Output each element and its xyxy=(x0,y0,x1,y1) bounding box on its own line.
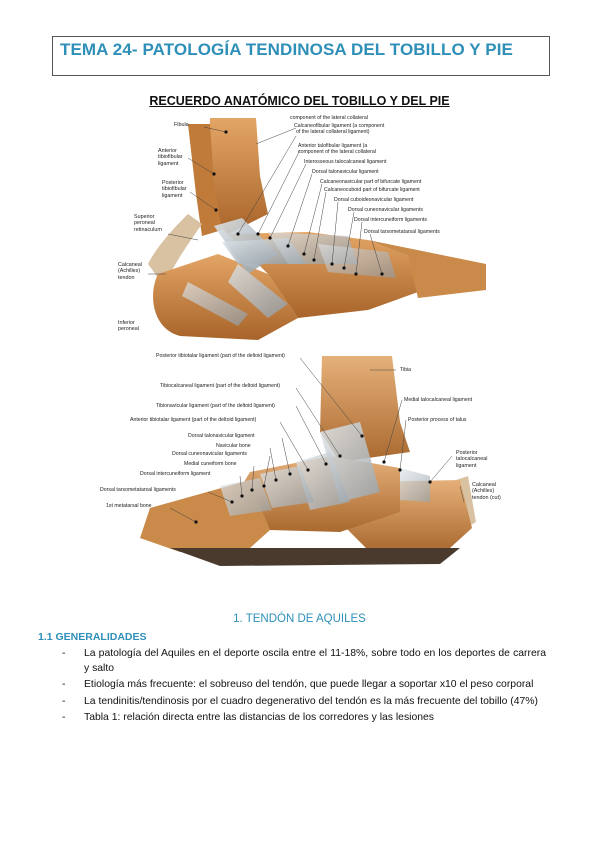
label-posterior-talocalcaneal: Posterior talocalcaneal ligament xyxy=(456,450,488,469)
anatomy-subtitle: RECUERDO ANATÓMICO DEL TOBILLO Y DEL PIE xyxy=(149,94,450,108)
label-anterior-talofibular: Anterior talofibular ligament (a xyxy=(298,143,368,149)
label-medial-cuneiform: Medial cuneiform bone xyxy=(184,461,237,467)
page-title: TEMA 24- PATOLOGÍA TENDINOSA DEL TOBILLO… xyxy=(60,40,513,59)
label-dorsal-intercuneiform: Dorsal intercuneiform ligaments xyxy=(354,217,427,223)
list-item: -Etiología más frecuente: el sobreuso de… xyxy=(62,678,546,693)
label-dorsal-tarsometatarsal: Dorsal tarsometatarsal ligaments xyxy=(100,487,176,493)
medial-ankle-illustration xyxy=(140,356,476,566)
label-dorsal-talonavicular: Dorsal talonavicular ligament xyxy=(312,169,379,175)
label-dorsal-cuboideonavicular: Dorsal cuboideonavicular ligament xyxy=(334,197,414,203)
dash-bullet: - xyxy=(62,648,66,659)
label-dorsal-cuneonavicular: Dorsal cuneonavicular ligaments xyxy=(348,207,423,213)
label-posterior-tibiotalar: Posterior tibiotalar ligament (part of t… xyxy=(156,353,285,359)
label-calcaneofibular: Calcaneofibular ligament (a component xyxy=(294,123,385,129)
sub-heading: 1.1 GENERALIDADES xyxy=(38,631,147,643)
label-posterior-tibiofibular: Posterior tibiofibular ligament xyxy=(162,180,187,199)
label-calcaneonavicular: Calcaneonavicular part of bifurcate liga… xyxy=(320,179,422,185)
label-tibia: Tibia xyxy=(400,367,412,373)
label-calcaneocuboid: Calcaneocuboid part of bifurcate ligamen… xyxy=(324,187,420,193)
label-inferior-peroneal: Inferior peroneal xyxy=(118,320,139,333)
lateral-ankle-figure: Fibula Anterior tibiofibular ligament Po… xyxy=(118,114,486,346)
label-calcaneofibular-cont: of the lateral collateral ligament) xyxy=(296,129,370,135)
label-tibiocalcaneal: Tibiocalcaneal ligament (part of the del… xyxy=(160,383,281,389)
lateral-ankle-illustration xyxy=(148,118,486,340)
section-heading: 1. TENDÓN DE AQUILES xyxy=(233,613,366,625)
label-anterior-tibiofibular: Anterior tibiofibular ligament xyxy=(158,148,183,167)
label-lateral-collateral-component: component of the lateral collateral xyxy=(290,115,368,121)
list-item: -La tendinitis/tendinosis por el cuadro … xyxy=(62,695,546,710)
label-tibionavicular: Tibionavicular ligament (part of the del… xyxy=(156,403,275,409)
label-navicular-bone: Navicular bone xyxy=(216,443,251,449)
label-fibula: Fibula xyxy=(174,122,189,128)
label-anterior-talofibular-cont: component of the lateral collateral xyxy=(298,149,376,155)
label-achilles-tendon: Calcaneal (Achilles) tendon xyxy=(118,262,142,281)
dash-bullet: - xyxy=(62,712,66,723)
dash-bullet: - xyxy=(62,679,66,690)
label-achilles-cut: Calcaneal (Achilles) tendon (cut) xyxy=(472,482,501,501)
label-dorsal-tarsometatarsal: Dorsal tarsometatarsal ligaments xyxy=(364,229,440,235)
label-superior-peroneal: Superior peroneal retinaculum xyxy=(134,214,162,233)
dash-bullet: - xyxy=(62,695,66,707)
label-first-metatarsal: 1st metatarsal bone xyxy=(106,503,152,509)
list-item: -La patología del Aquiles en el deporte … xyxy=(62,648,546,674)
label-anterior-tibiotalar: Anterior tibiotalar ligament (part of th… xyxy=(130,417,257,423)
label-posterior-process-talus: Posterior process of talus xyxy=(408,417,467,423)
label-dorsal-intercuneiform: Dorsal intercuneiform ligament xyxy=(140,471,211,477)
list-item: -Tabla 1: relación directa entre las dis… xyxy=(62,711,546,726)
title-box: TEMA 24- PATOLOGÍA TENDINOSA DEL TOBILLO… xyxy=(52,36,550,76)
bullet-list: -La patología del Aquiles en el deporte … xyxy=(62,647,546,728)
label-dorsal-talonavicular: Dorsal talonavicular ligament xyxy=(188,433,255,439)
medial-ankle-figure: Posterior tibiotalar ligament (part of t… xyxy=(100,352,504,578)
label-medial-talocalcaneal: Medial talocalcaneal ligament xyxy=(404,397,473,403)
label-interosseous-talocalcaneal: Interosseous talocalcaneal ligament xyxy=(304,159,387,165)
label-dorsal-cuneonavicular: Dorsal cuneonavicular ligaments xyxy=(172,451,247,457)
